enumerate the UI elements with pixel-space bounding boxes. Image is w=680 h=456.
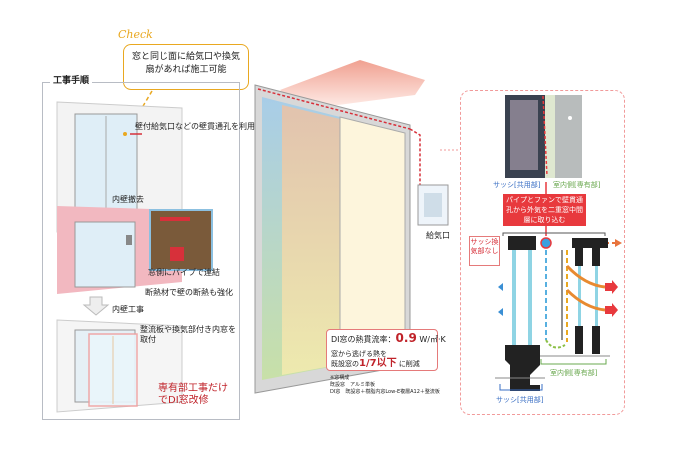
no-sash-vent-badge: サッシ換気部なし	[469, 236, 500, 266]
window-illustration	[254, 60, 449, 394]
u-value-line: DI窓の熱貫流率：0.9 W/㎡·K	[331, 331, 446, 345]
sash-label: サッシ[共用部]	[496, 396, 544, 404]
check-text: 窓と同じ面に給気口や換気扇があれば施工可能	[131, 52, 240, 75]
steps-illustration	[56, 101, 213, 413]
info-line3: 既設窓の1/7以下 に削減	[331, 359, 420, 369]
performance-box	[326, 329, 438, 371]
u-value-unit: W/㎡·K	[419, 335, 446, 344]
info-line3-prefix: 既設窓の	[331, 360, 359, 368]
conclusion-text: 専有部工事だけでDI窓改修	[158, 383, 228, 406]
window-notes: ※窓構成 既設窓 アルミ単板 DI窓 既設窓＋樹脂内窓Low-E複層A12＋整流…	[330, 375, 440, 396]
u-value: 0.9	[395, 331, 417, 345]
step1-note: 壁付給気口などの壁貫通孔を利用	[135, 122, 255, 131]
reduction-ratio: 1/7以下	[359, 358, 397, 369]
note-line: DI窓 既設窓＋樹脂内窓Low-E複層A12＋整流板	[330, 389, 440, 395]
vent-label: 給気口	[426, 231, 450, 240]
steps-panel	[42, 82, 240, 420]
info-line3-suffix: に削減	[398, 360, 420, 368]
insulation-note: 断熱材で壁の断熱も強化	[145, 288, 233, 297]
step3-note: 整流板や換気部付き内窓を取付	[140, 325, 236, 344]
note-line: 既設窓 アルミ単板	[330, 382, 375, 388]
photo-label-indoor: 室内側[専有部]	[553, 181, 601, 189]
arrow2-label: 内壁工事	[112, 305, 144, 314]
info-line2: 窓から逃げる熱を	[331, 350, 387, 358]
detail-panel	[460, 90, 625, 415]
photo-label-sash: サッシ[共用部]	[493, 181, 541, 189]
steps-title: 工事手順	[50, 76, 93, 86]
check-label: Check	[118, 28, 153, 41]
photo-caption: 窓側にパイプで連結	[148, 268, 220, 277]
u-value-prefix: DI窓の熱貫流率：	[331, 335, 396, 344]
indoor-label: 室内側[専有部]	[550, 369, 598, 377]
note-line: ※窓構成	[330, 375, 350, 381]
ventilation-banner: パイプとファンで壁貫通孔から外気を二重窓中間層に取り込む	[503, 194, 586, 226]
arrow1-label: 内壁撤去	[112, 195, 144, 204]
